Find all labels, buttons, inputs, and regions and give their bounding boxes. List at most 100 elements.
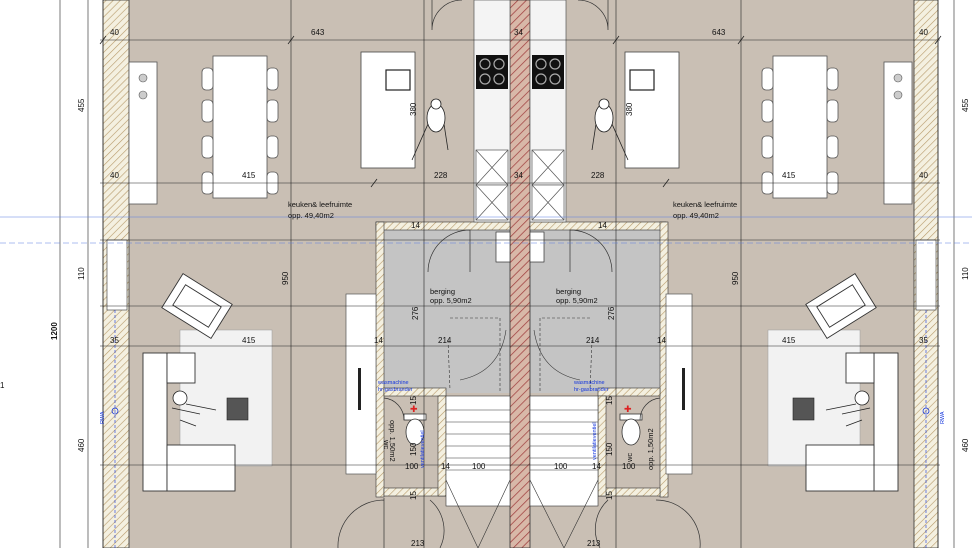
dim-right-15-b: 15 bbox=[605, 491, 614, 500]
dim-left-950: 950 bbox=[281, 271, 290, 285]
left-person-at-island bbox=[411, 98, 449, 161]
dim-left-15-b: 15 bbox=[409, 491, 418, 500]
right-boiler-note: hr-gasbrander bbox=[574, 387, 609, 393]
dim-right-380: 380 bbox=[625, 102, 634, 116]
left-kitchen-room-area: opp. 49,40m2 bbox=[288, 211, 334, 220]
dim-living-left-35: 35 bbox=[110, 336, 119, 345]
right-tall-cabinets bbox=[531, 149, 565, 221]
dim-mid-left-228: 228 bbox=[434, 171, 448, 180]
right-stair-outline bbox=[539, 317, 593, 392]
right-kitchen-room-area: opp. 49,40m2 bbox=[673, 211, 719, 220]
dim-left-110: 110 bbox=[77, 267, 86, 280]
right-burners bbox=[535, 58, 561, 85]
right-wc-room-name: wc bbox=[625, 453, 634, 463]
left-boiler-note: hr-gasbrander bbox=[378, 387, 413, 393]
left-kitchen-room-name: keuken& leefruimte bbox=[288, 200, 352, 209]
right-storage-room-name: berging bbox=[556, 287, 581, 296]
left-wc-marker: ✚ bbox=[410, 405, 418, 415]
left-sideboard bbox=[128, 61, 158, 205]
right-toilet bbox=[619, 413, 643, 446]
right-washer-note: wasmachine bbox=[573, 380, 605, 386]
dim-mid-left-40: 40 bbox=[110, 171, 119, 180]
left-dining-set bbox=[201, 55, 279, 199]
left-vent-note: ventilatieventiel bbox=[420, 430, 426, 468]
left-coffee-table bbox=[226, 397, 249, 421]
right-rwa-label: RWA bbox=[940, 411, 946, 424]
left-rwa-label: RWA bbox=[100, 411, 106, 424]
right-storage-floor bbox=[530, 228, 662, 393]
dim-left-15-a: 15 bbox=[409, 396, 418, 405]
dim-top-left-40: 40 bbox=[110, 28, 119, 37]
right-coffee-table bbox=[792, 397, 815, 421]
left-sideboard-knob-2 bbox=[138, 90, 148, 100]
right-storage-room-area: opp. 5,90m2 bbox=[556, 296, 598, 305]
left-tall-cabinets bbox=[475, 149, 509, 221]
dim-stair-right-100: 100 bbox=[554, 462, 568, 471]
left-stair-arc bbox=[459, 329, 507, 381]
right-cupboard-handle bbox=[682, 368, 685, 410]
dim-top-right-643: 643 bbox=[712, 28, 726, 37]
dim-mid-right-40: 40 bbox=[919, 171, 928, 180]
tick-marks bbox=[99, 35, 942, 188]
dim-mid-right-415: 415 bbox=[782, 171, 796, 180]
left-stair-outline bbox=[447, 317, 501, 392]
dim-mid-34: 34 bbox=[514, 171, 523, 180]
dim-wc-right-14: 14 bbox=[592, 462, 601, 471]
dim-top-left-643: 643 bbox=[311, 28, 325, 37]
left-cooktop bbox=[476, 55, 508, 89]
dim-living-right-214: 214 bbox=[586, 336, 600, 345]
right-sideboard-knob-2 bbox=[893, 90, 903, 100]
side-marker: 1 bbox=[0, 381, 5, 390]
dim-top-mid-34: 34 bbox=[514, 28, 523, 37]
left-core-walls bbox=[375, 221, 511, 498]
dim-living-right-14: 14 bbox=[657, 336, 666, 345]
right-sideboard-knob-1 bbox=[893, 73, 903, 83]
dim-left-14-a: 14 bbox=[411, 221, 420, 230]
right-staircase bbox=[529, 395, 599, 548]
right-door-frame bbox=[529, 231, 545, 263]
dim-living-left-415: 415 bbox=[242, 336, 256, 345]
left-door-frame bbox=[495, 231, 511, 263]
right-dining-set bbox=[761, 55, 839, 199]
left-sideboard-knob-1 bbox=[138, 73, 148, 83]
dim-mid-left-415: 415 bbox=[242, 171, 256, 180]
right-wc-marker: ✚ bbox=[624, 405, 632, 415]
left-storage-room-name: berging bbox=[430, 287, 455, 296]
dim-left-276: 276 bbox=[411, 306, 420, 320]
dim-left-1200: 1200 bbox=[50, 322, 59, 340]
right-sideboard bbox=[883, 61, 913, 205]
dim-wc-left-100: 100 bbox=[405, 462, 419, 471]
dim-living-left-14: 14 bbox=[374, 336, 383, 345]
left-storage-room-area: opp. 5,90m2 bbox=[430, 296, 472, 305]
dim-right-150: 150 bbox=[605, 442, 614, 456]
dim-right-14-a: 14 bbox=[598, 221, 607, 230]
dim-right-15-a: 15 bbox=[605, 396, 614, 405]
dim-living-right-415: 415 bbox=[782, 336, 796, 345]
left-sofa bbox=[142, 352, 236, 492]
party-wall bbox=[509, 0, 531, 548]
right-kitchen-room-name: keuken& leefruimte bbox=[673, 200, 737, 209]
dim-left-150: 150 bbox=[409, 442, 418, 456]
right-wc-room-area: opp. 1,50m2 bbox=[646, 428, 655, 470]
right-cooktop bbox=[532, 55, 564, 89]
dimension-lines bbox=[59, 0, 955, 548]
door-swings bbox=[337, 0, 701, 548]
left-cupboard-handle bbox=[358, 368, 361, 410]
dim-right-110: 110 bbox=[961, 267, 970, 280]
dim-top-right-40: 40 bbox=[919, 28, 928, 37]
dim-stair-left-100: 100 bbox=[472, 462, 486, 471]
dim-right-460: 460 bbox=[961, 438, 970, 452]
left-wc-room-name: wc bbox=[382, 439, 391, 449]
right-hall-cupboard bbox=[665, 293, 693, 475]
dim-wc-left-14: 14 bbox=[441, 462, 450, 471]
dim-left-460: 460 bbox=[77, 438, 86, 452]
dim-mid-right-228: 228 bbox=[591, 171, 605, 180]
left-staircase bbox=[445, 395, 511, 548]
dim-bottom-left-213: 213 bbox=[411, 539, 425, 548]
left-storage-floor bbox=[384, 228, 510, 393]
dim-left-455: 455 bbox=[77, 98, 86, 112]
right-seated-person bbox=[825, 390, 871, 427]
dim-left-380: 380 bbox=[409, 102, 418, 116]
dim-right-455: 455 bbox=[961, 98, 970, 112]
